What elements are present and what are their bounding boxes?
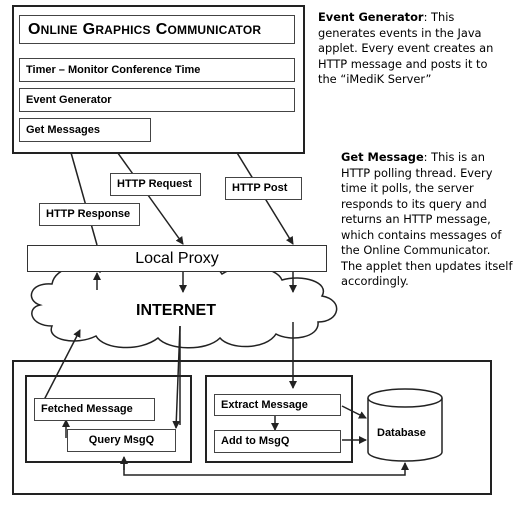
http-response-label-box: HTTP Response: [39, 203, 140, 226]
fetched-message-label: Fetched Message: [41, 403, 133, 415]
get-messages-label: Get Messages: [26, 123, 100, 136]
event-generator-note: Event Generator: This generates events i…: [318, 10, 508, 88]
title-letter-c: C: [155, 20, 168, 38]
extract-to-database-arrow: [341, 405, 367, 419]
local-proxy-box: Local Proxy: [27, 245, 327, 272]
get-message-note-title: Get Message: [341, 150, 424, 164]
http-request-label-box: HTTP Request: [110, 173, 201, 196]
store-module-box: [205, 375, 353, 463]
database-label: Database: [377, 427, 426, 439]
http-post-label-box: HTTP Post: [225, 177, 302, 200]
local-proxy-label: Local Proxy: [135, 249, 219, 267]
event-generator-note-text: : This generates events in the Java appl…: [318, 10, 494, 86]
get-message-note: Get Message: This is an HTTP polling thr…: [341, 150, 513, 290]
timer-label: Timer – Monitor Conference Time: [26, 63, 201, 76]
title-letter-o: O: [28, 20, 41, 38]
fetched-to-cloud-arrow: [43, 329, 81, 401]
get-messages-component: Get Messages: [19, 118, 151, 142]
add-to-msgq-label: Add to MsgQ: [221, 435, 290, 447]
event-generator-component: Event Generator: [19, 88, 295, 112]
query-msgq-component: Query MsgQ: [67, 429, 176, 452]
event-generator-note-title: Event Generator: [318, 10, 424, 24]
http-request-label: HTTP Request: [117, 178, 192, 190]
database-cylinder: [367, 388, 443, 462]
event-generator-label: Event Generator: [26, 93, 112, 106]
timer-component: Timer – Monitor Conference Time: [19, 58, 295, 82]
extract-message-component: Extract Message: [214, 394, 341, 416]
get-message-note-text: : This is an HTTP polling thread. Every …: [341, 150, 513, 288]
query-module-box: [25, 375, 192, 463]
add-to-msgq-component: Add to MsgQ: [214, 430, 341, 453]
extract-message-label: Extract Message: [221, 398, 308, 411]
fetched-message-component: Fetched Message: [34, 398, 155, 421]
server-container: [12, 360, 492, 495]
title-letter-g: G: [82, 20, 96, 38]
title-word-online: NLINE: [40, 22, 78, 37]
query-msgq-label: Query MsgQ: [88, 434, 155, 446]
cloud-to-query-arrow: [172, 325, 181, 429]
title-word-communicator: OMMUNICATOR: [167, 22, 262, 37]
http-post-label: HTTP Post: [232, 182, 288, 194]
http-response-arrow: [66, 141, 98, 246]
http-response-label: HTTP Response: [46, 208, 131, 220]
internet-label: INTERNET: [136, 302, 216, 319]
title-word-graphics: RAPHICS: [95, 22, 151, 37]
